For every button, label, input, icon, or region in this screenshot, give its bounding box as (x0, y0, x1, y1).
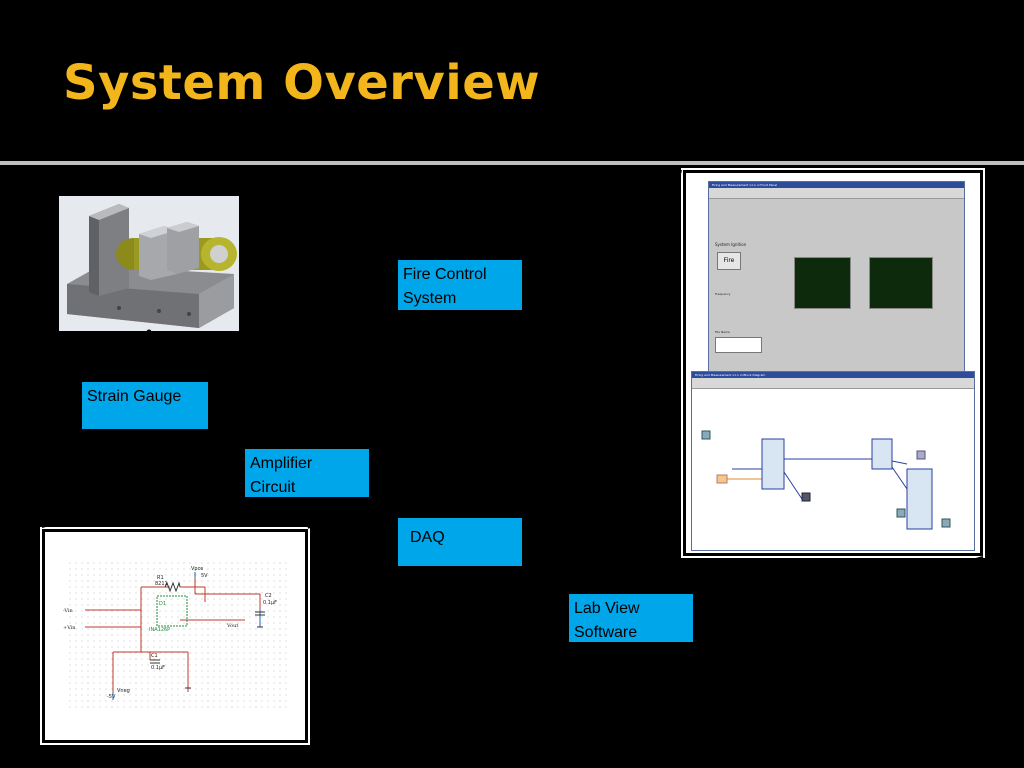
strain-gauge-node[interactable]: Strain Gauge (82, 382, 208, 429)
system-ignition-label: System Ignition (715, 242, 747, 247)
voltage-graph (869, 257, 933, 309)
title-bar: System Overview (0, 0, 1024, 160)
front-panel-titlebar: Firing and Measurement v1.1 vi Front Pan… (709, 182, 964, 188)
arrowhead-fire-to-fixture (242, 251, 265, 279)
callout-amplifier-left (41, 469, 248, 528)
cad-fixture-image (59, 196, 239, 331)
schematic-vout-label: Vout (226, 623, 238, 629)
arrowhead-fixture-to-strain (136, 360, 162, 380)
arrow-fire-to-fixture (242, 262, 397, 289)
labview-front-panel: Firing and Measurement v1.1 vi Front Pan… (708, 181, 965, 373)
arrow-strain-to-amplifier (201, 424, 246, 453)
schematic-chip-label: INA126P (149, 627, 170, 633)
amplifier-line2: Circuit (250, 479, 296, 496)
arrow-daq-to-fire (459, 314, 467, 523)
fire-control-line1: Fire Control (403, 266, 487, 283)
arrowhead-daq-to-labview (551, 575, 573, 597)
labview-line1: Lab View (574, 600, 640, 617)
arrowhead-daq-to-fire (451, 314, 477, 335)
schematic-vin-pos-label: +Vin (63, 625, 76, 631)
callout-amplifier-right (307, 494, 369, 529)
schematic-c2-value: 0.1μF (263, 600, 277, 606)
callout-labview-top (571, 169, 682, 597)
daq-line1: DAQ (410, 529, 445, 546)
file-name-label: File Name (715, 330, 730, 334)
labview-screenshot-panel: Firing and Measurement v1.1 vi Front Pan… (681, 168, 985, 558)
amplifier-circuit-node[interactable]: Amplifier Circuit (245, 449, 369, 497)
schematic-r1-value: 8211 (155, 581, 168, 587)
labview-block-diagram: Firing and Measurement v1.1 vi Block Dia… (691, 371, 975, 551)
schematic-vpos-label: Vpos (191, 566, 204, 572)
schematic-diagram: R1 8211 D1 INA126P Vpos 5V C2 0.1μF C1 0… (63, 562, 290, 712)
schematic-vin-neg-label: -Vin (63, 608, 73, 614)
fire-button[interactable]: Fire (717, 252, 741, 270)
amplifier-schematic-panel: R1 8211 D1 INA126P Vpos 5V C2 0.1μF C1 0… (40, 527, 310, 745)
schematic-5v-label: 5V (201, 573, 208, 579)
arrow-amplifier-to-daq (364, 492, 407, 521)
title-divider (0, 161, 1024, 165)
daq-node[interactable]: DAQ (398, 518, 522, 566)
schematic-vneg-label: Vneg (117, 688, 130, 694)
amplifier-line1: Amplifier (250, 455, 313, 472)
slide-title: System Overview (63, 55, 541, 111)
fire-control-system-node[interactable]: Fire Control System (398, 260, 522, 310)
schematic-r1-label: R1 (157, 575, 164, 581)
schematic-neg5v-label: -5V (107, 694, 116, 700)
fire-control-line2: System (403, 290, 457, 307)
strain-gauge-line1: Strain Gauge (87, 388, 182, 405)
arrow-daq-to-labview (518, 562, 573, 596)
callout-labview-bottom (691, 556, 984, 641)
schematic-c1-value: 0.1μF (151, 665, 165, 671)
labview-line2: Software (574, 624, 638, 641)
schematic-d1-label: D1 (159, 601, 166, 607)
strain-graph (794, 257, 851, 309)
schematic-c2-label: C2 (265, 593, 272, 599)
block-diagram-titlebar: Firing and Measurement v1.1 vi Block Dia… (692, 372, 974, 378)
schematic-c1-label: C1 (151, 653, 158, 659)
labview-software-node[interactable]: Lab View Software (569, 594, 693, 642)
frequency-label: Frequency (715, 292, 731, 296)
arrowhead-strain-to-amplifier (224, 433, 246, 453)
